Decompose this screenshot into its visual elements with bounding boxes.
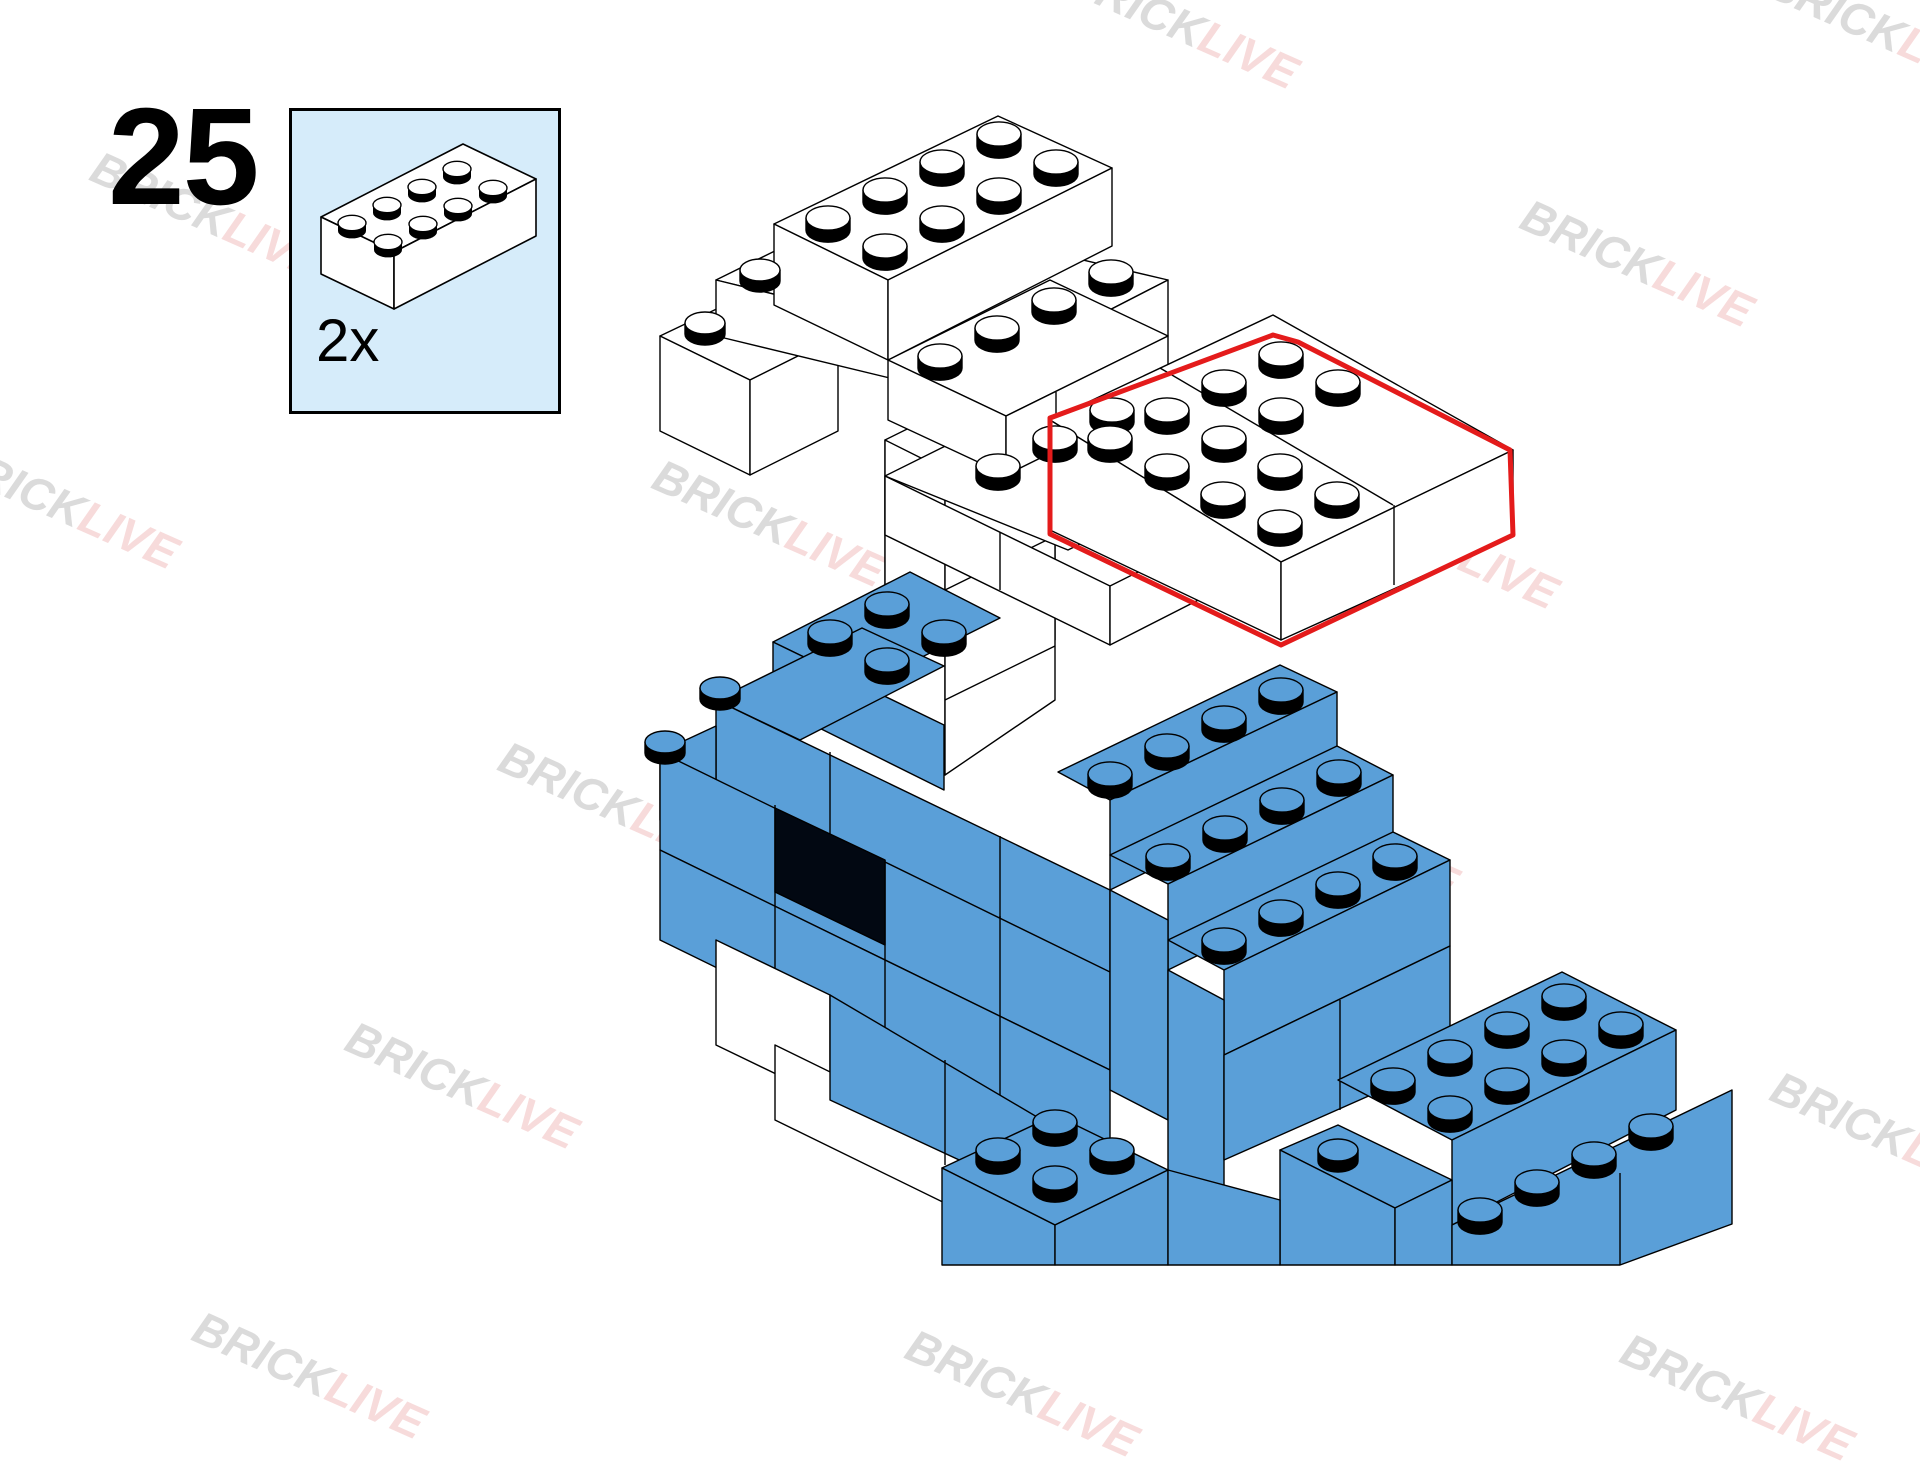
stud bbox=[807, 619, 853, 657]
stud bbox=[1370, 1067, 1416, 1105]
stud bbox=[919, 149, 965, 187]
stud bbox=[975, 1137, 1021, 1175]
stud bbox=[1316, 759, 1362, 797]
stud bbox=[1032, 425, 1078, 463]
stud bbox=[684, 311, 726, 346]
white-upper-bricks bbox=[659, 115, 1223, 776]
stud bbox=[1145, 843, 1191, 881]
stud bbox=[337, 214, 367, 239]
stud bbox=[1484, 1011, 1530, 1049]
blue-body-bricks bbox=[659, 571, 1733, 1266]
stud bbox=[1257, 509, 1303, 547]
stud bbox=[1144, 453, 1190, 491]
stud bbox=[739, 258, 781, 293]
highlight-outline bbox=[1047, 332, 1516, 648]
stud bbox=[1201, 425, 1247, 463]
stud bbox=[974, 315, 1020, 353]
stud bbox=[1315, 871, 1361, 909]
stud bbox=[1484, 1067, 1530, 1105]
parts-quantity: 2x bbox=[316, 307, 380, 374]
stud bbox=[1571, 1141, 1617, 1179]
stud bbox=[644, 730, 686, 765]
step-number: 25 bbox=[108, 80, 259, 234]
stud bbox=[976, 121, 1022, 159]
stud bbox=[1514, 1169, 1560, 1207]
stud bbox=[805, 205, 851, 243]
stud bbox=[408, 215, 438, 240]
stud bbox=[919, 205, 965, 243]
stud bbox=[1031, 287, 1077, 325]
stud bbox=[1201, 927, 1247, 965]
stud bbox=[1258, 341, 1304, 379]
stud bbox=[1258, 397, 1304, 435]
stud bbox=[864, 647, 910, 685]
stud bbox=[975, 453, 1021, 491]
stud bbox=[864, 591, 910, 629]
stud bbox=[1144, 397, 1190, 435]
brick-2x4-icon bbox=[320, 143, 537, 310]
stud bbox=[373, 233, 403, 258]
stud bbox=[1314, 481, 1360, 519]
stud bbox=[1200, 481, 1246, 519]
stud bbox=[1089, 1137, 1135, 1175]
stud bbox=[862, 233, 908, 271]
stud bbox=[1372, 843, 1418, 881]
stud bbox=[1258, 899, 1304, 937]
stud bbox=[976, 177, 1022, 215]
stud bbox=[699, 676, 741, 711]
parts-callout: 2x bbox=[289, 108, 561, 414]
stud bbox=[1202, 815, 1248, 853]
stud bbox=[1427, 1039, 1473, 1077]
stud bbox=[443, 197, 473, 222]
stud bbox=[862, 177, 908, 215]
stud bbox=[478, 179, 508, 204]
stud bbox=[1032, 1109, 1078, 1147]
stud bbox=[1201, 369, 1247, 407]
stud bbox=[1541, 983, 1587, 1021]
stud bbox=[921, 619, 967, 657]
stud bbox=[917, 343, 963, 381]
stud bbox=[1032, 1165, 1078, 1203]
stud bbox=[1457, 1197, 1503, 1235]
stud bbox=[442, 160, 472, 185]
stud bbox=[1257, 453, 1303, 491]
stud bbox=[1315, 369, 1361, 407]
stud bbox=[1628, 1113, 1674, 1151]
stud bbox=[1598, 1011, 1644, 1049]
stud bbox=[407, 178, 437, 203]
stud bbox=[1258, 677, 1304, 715]
build-scene bbox=[644, 115, 1733, 1266]
stud bbox=[1087, 425, 1133, 463]
stud bbox=[1427, 1095, 1473, 1133]
stud bbox=[1201, 705, 1247, 743]
stud bbox=[372, 196, 402, 221]
stud bbox=[1541, 1039, 1587, 1077]
stud bbox=[1144, 733, 1190, 771]
stud bbox=[1088, 259, 1134, 297]
stud bbox=[1087, 761, 1133, 799]
stud bbox=[1259, 787, 1305, 825]
stud bbox=[1033, 149, 1079, 187]
stud bbox=[1317, 1138, 1359, 1173]
